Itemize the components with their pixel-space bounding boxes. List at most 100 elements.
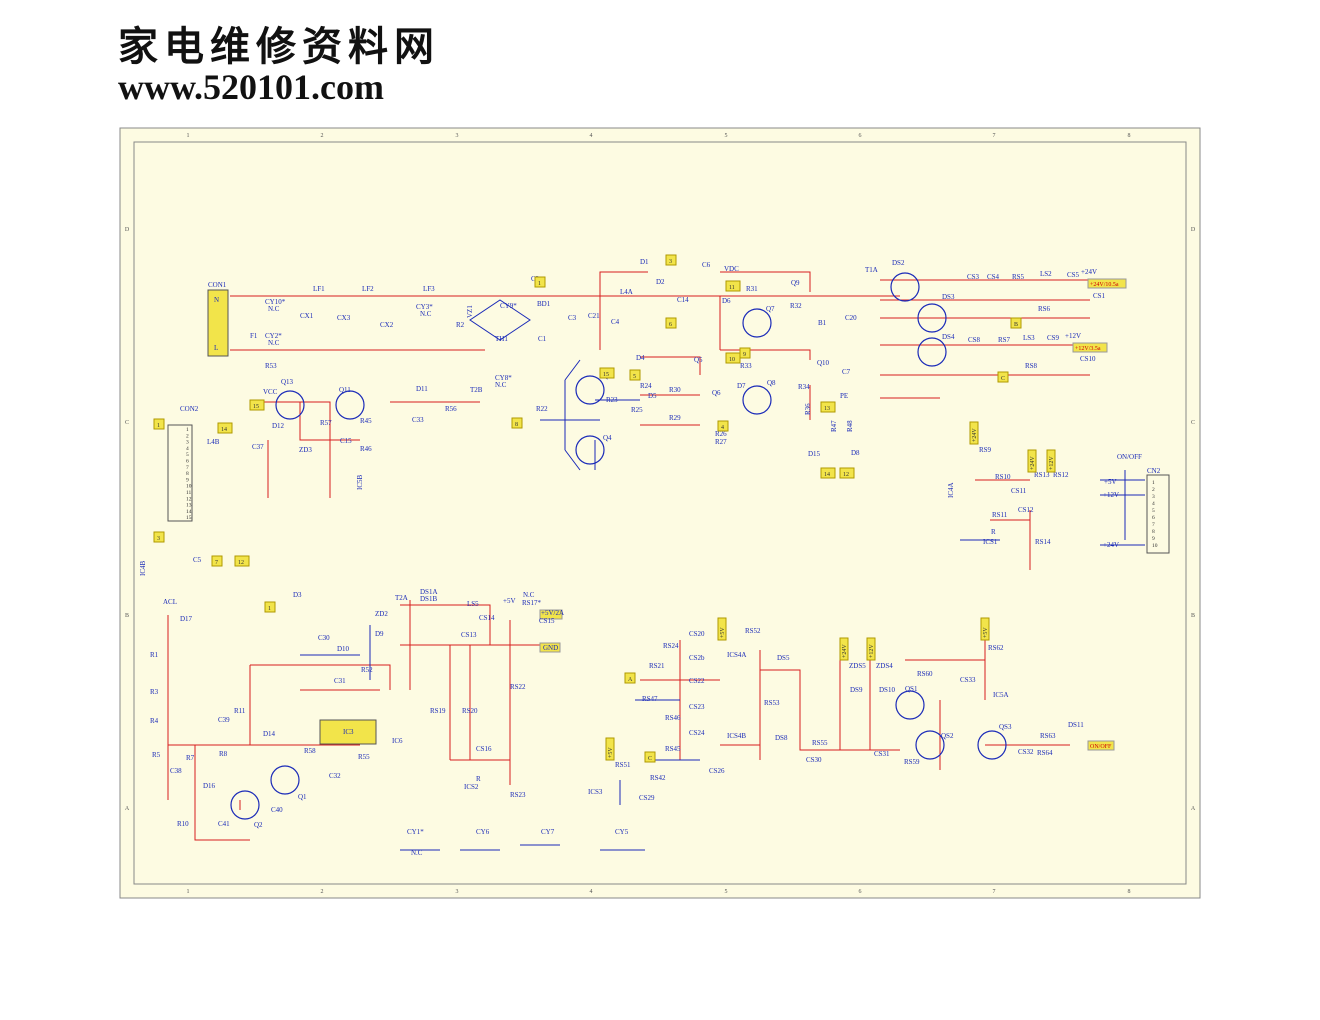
connector-con1	[207, 289, 229, 357]
con2-pin: 7	[186, 465, 189, 471]
net-tag-label: +24V	[972, 428, 978, 442]
label-d4: D4	[636, 354, 645, 362]
frame-row-right: A	[1191, 806, 1196, 812]
label-ds8: DS8	[775, 734, 788, 742]
label-qs2: QS2	[941, 732, 954, 740]
cn2-pin: 7	[1152, 522, 1155, 528]
label-q2: Q2	[254, 821, 263, 829]
label-rs20: RS20	[462, 707, 478, 715]
net-tag-label: 1	[538, 281, 541, 287]
net-tag-label: 11	[729, 285, 735, 291]
net-tag-label: 4	[721, 425, 724, 431]
label-rs13: RS13	[1034, 471, 1050, 479]
label-vcc: VCC	[263, 388, 278, 396]
label-d10: D10	[337, 645, 350, 653]
label-cs12: CS12	[1018, 506, 1034, 514]
label-d11: D11	[416, 385, 428, 393]
label-cs20: CS20	[689, 630, 705, 638]
net-tag: 12	[839, 467, 855, 479]
label-cs16: CS16	[476, 745, 492, 753]
con2-pin: 15	[186, 515, 192, 521]
label-r36: R36	[804, 403, 812, 415]
net-tag: 3	[665, 254, 677, 266]
label-r31: R31	[746, 285, 758, 293]
transistor-qs3	[977, 730, 1007, 760]
label-c41: C41	[218, 820, 230, 828]
net-tag: 5	[629, 369, 641, 381]
label-nc: N.C	[495, 381, 507, 389]
label-q7: Q7	[766, 305, 775, 313]
label-rs14: RS14	[1035, 538, 1051, 546]
frame-column-top: 4	[590, 133, 593, 139]
label-rs8: RS8	[1025, 362, 1038, 370]
watermark-site-name: 家电维修资料网	[118, 23, 440, 70]
diode-ds3	[917, 303, 947, 333]
label-cs33: CS33	[960, 676, 976, 684]
net-tag: 6	[665, 317, 677, 329]
label-ic4a: IC4A	[947, 482, 955, 498]
label-rs55: RS55	[812, 739, 828, 747]
label-qs3: QS3	[999, 723, 1012, 731]
net-tag: +24V	[839, 637, 849, 661]
label-ds3: DS3	[942, 293, 955, 301]
label-ls5: LS5	[467, 600, 479, 608]
label-r47: R47	[830, 420, 838, 432]
label-ic5a: IC5A	[993, 691, 1009, 699]
label-r4: R4	[150, 717, 159, 725]
label-zds5: ZDS5	[849, 662, 866, 670]
label-cs14: CS14	[479, 614, 495, 622]
net-tag-label: 6	[669, 322, 672, 328]
label-c15: C15	[340, 437, 352, 445]
label-cs23: CS23	[689, 703, 705, 711]
label-c37: C37	[252, 443, 264, 451]
transistor-q2	[230, 790, 260, 820]
net-tag-label: 3	[157, 536, 160, 542]
label-vdc: VDC	[724, 265, 739, 273]
label-rs51: RS51	[615, 761, 631, 769]
cn2-pin: 10	[1152, 543, 1158, 549]
net-tag: 7	[211, 555, 223, 567]
cn2-pin: 1	[1152, 480, 1155, 486]
transistor-symbols	[230, 272, 1007, 820]
label-r34: R34	[798, 383, 810, 391]
label-c6: C6	[702, 261, 711, 269]
label-nc: N.C	[268, 339, 280, 347]
label-d9: D9	[375, 630, 384, 638]
net-tag: 1	[534, 276, 546, 288]
output-12v-box	[1072, 342, 1108, 353]
label-ds4: DS4	[942, 333, 955, 341]
label-c20: C20	[845, 314, 857, 322]
label-r30: R30	[669, 386, 681, 394]
label-rs12: RS12	[1053, 471, 1069, 479]
net-tag-label: +5V	[720, 627, 726, 638]
label-q6: Q6	[712, 389, 721, 397]
transistor-q1	[270, 765, 300, 795]
label-rs6: RS6	[1038, 305, 1051, 313]
label-cs26: CS26	[709, 767, 725, 775]
label-lf3: LF3	[423, 285, 435, 293]
label-rs9: RS9	[979, 446, 992, 454]
con2-pin: 1	[186, 427, 189, 433]
label-cs4: CS4	[987, 273, 1000, 281]
net-tag-label: 13	[824, 406, 830, 412]
net-tag-label: 1	[157, 423, 160, 429]
label-onoff-output: ON/OFF	[1090, 744, 1112, 750]
frame-column-bottom: 6	[859, 889, 862, 895]
label-ic6: IC6	[392, 737, 403, 745]
net-tag-label: 1	[268, 606, 271, 612]
label-ds5: DS5	[777, 654, 790, 662]
frame-row-right: C	[1191, 420, 1195, 426]
label-r27: R27	[715, 438, 727, 446]
net-tag-label: +5V	[983, 627, 989, 638]
label-cy9: CY9*	[500, 302, 517, 310]
frame-row-right: B	[1191, 613, 1195, 619]
label-rs52: RS52	[745, 627, 761, 635]
label-c38: C38	[170, 767, 182, 775]
net-tag: 12	[234, 555, 250, 567]
net-tag: +5V	[717, 617, 727, 641]
label-p12: +12V	[1103, 491, 1119, 499]
label-c7: C7	[842, 368, 851, 376]
label-ds11: DS11	[1068, 721, 1084, 729]
onoff-box	[1087, 740, 1115, 751]
